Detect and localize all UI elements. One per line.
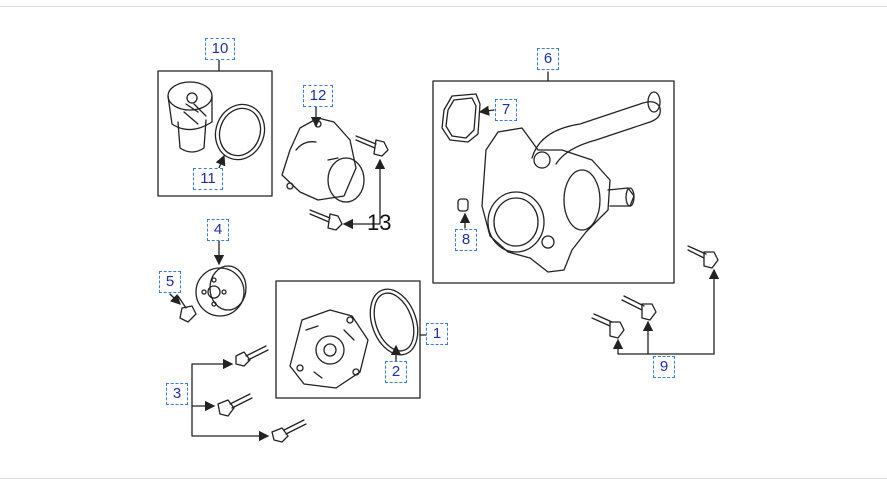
housing-bolt-c [591, 313, 625, 339]
callout-8[interactable]: 8 [455, 229, 477, 251]
gasket-7-part [441, 93, 481, 143]
housing-bolt-b [621, 295, 657, 321]
callout-9[interactable]: 9 [653, 356, 675, 378]
water-pump-part [289, 309, 369, 389]
callout-3[interactable]: 3 [166, 383, 188, 405]
callout-1[interactable]: 1 [426, 323, 448, 345]
pump-bolt-a [235, 345, 269, 367]
coolant-housing-part [481, 91, 661, 273]
dowel-8-part [457, 198, 469, 212]
callout-7[interactable]: 7 [495, 99, 517, 121]
water-pump-box [275, 280, 421, 399]
thermostat-seal-ring [214, 103, 266, 161]
pump-bolt-b [217, 393, 253, 417]
pump-bolt-c [271, 419, 307, 443]
pulley-part [195, 265, 247, 317]
callout-6[interactable]: 6 [537, 48, 559, 70]
callout-11[interactable]: 11 [193, 168, 223, 190]
pump-gasket-ring [369, 288, 419, 356]
coolant-housing-box [432, 80, 675, 284]
callout-5[interactable]: 5 [159, 271, 181, 293]
callout-10[interactable]: 10 [205, 38, 235, 60]
bolt-13-lower [309, 209, 343, 231]
callout-12[interactable]: 12 [303, 85, 333, 107]
bolt-13-upper [355, 135, 389, 157]
pulley-bolt-part [177, 295, 197, 323]
callout-13[interactable]: 13 [367, 210, 392, 235]
top-divider [0, 6, 887, 7]
thermostat-cover-part [281, 117, 365, 203]
bottom-divider [0, 478, 887, 479]
callout-4[interactable]: 4 [207, 219, 229, 241]
thermostat-part [167, 81, 213, 153]
callout-2[interactable]: 2 [385, 361, 407, 383]
housing-bolt-a [687, 245, 719, 269]
thermostat-group-box [157, 70, 273, 197]
